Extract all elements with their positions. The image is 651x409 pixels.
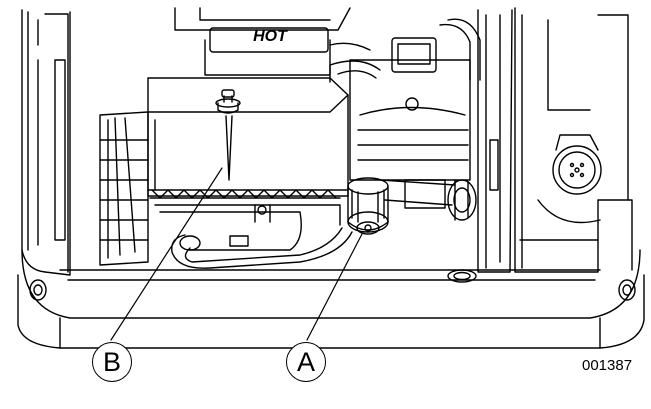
top-housing (174, 7, 351, 76)
oil-filter (347, 177, 389, 235)
hot-warning-label: HOT (253, 28, 288, 45)
pulley-belt (379, 179, 477, 221)
callout-a: A (286, 342, 326, 382)
leader-line-a (306, 233, 363, 341)
radiator (99, 111, 149, 266)
leader-line-b (110, 167, 223, 341)
left-door-panel (21, 9, 71, 276)
main-tank-block (147, 77, 349, 199)
figure-number: 001387 (582, 357, 633, 374)
callout-b: B (92, 342, 132, 382)
right-door-panel (477, 9, 513, 273)
drain-hose (154, 204, 353, 269)
dipstick (215, 89, 241, 181)
callout-a-label: A (296, 346, 315, 377)
base-bolt (447, 269, 477, 283)
callout-b-label: B (102, 346, 121, 377)
engine-block (329, 18, 481, 181)
right-compartment (514, 7, 633, 273)
